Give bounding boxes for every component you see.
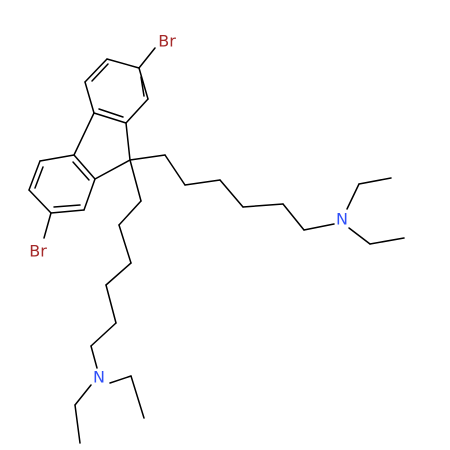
double-bond-inner xyxy=(72,161,90,181)
bond xyxy=(84,58,108,83)
bond-to-bromine xyxy=(43,212,52,239)
right-diethyl-groups xyxy=(346,177,405,245)
bond xyxy=(74,404,81,444)
bond xyxy=(28,160,41,191)
bond xyxy=(83,178,96,211)
bond xyxy=(129,159,142,202)
bromine-atom-label: Br xyxy=(158,32,176,51)
bond xyxy=(130,375,145,419)
bond xyxy=(74,384,92,406)
bond xyxy=(164,154,186,186)
bond xyxy=(358,177,392,185)
five-membered-ring xyxy=(73,112,131,180)
bond xyxy=(73,112,95,156)
bond xyxy=(84,81,95,114)
bond-to-nitrogen xyxy=(90,345,98,369)
bond xyxy=(242,203,284,208)
double-bond-inner xyxy=(91,63,109,82)
bond xyxy=(118,200,142,226)
bond xyxy=(73,154,96,180)
bond xyxy=(348,227,371,245)
bond xyxy=(138,67,149,100)
double-bond-inner xyxy=(98,108,124,118)
bond xyxy=(50,209,85,214)
bond xyxy=(346,183,360,210)
bond xyxy=(106,58,140,69)
lower-benzene-ring xyxy=(28,154,96,214)
bond xyxy=(125,98,149,124)
bond xyxy=(369,237,405,245)
double-bond-inner xyxy=(53,204,81,208)
nitrogen-atom-label: N xyxy=(336,210,348,229)
lower-diethyl-groups xyxy=(74,375,145,444)
bond xyxy=(219,179,244,208)
double-bond-inner xyxy=(34,166,44,189)
lower-hexyl-chain xyxy=(90,159,142,369)
bond xyxy=(90,322,117,347)
bond xyxy=(93,112,127,124)
bond xyxy=(125,122,131,161)
bromine-atom-label: Br xyxy=(29,242,47,261)
bond xyxy=(105,284,117,324)
bond-to-bromine xyxy=(138,47,156,69)
double-bond-inner xyxy=(140,76,145,97)
bond xyxy=(39,154,75,162)
bond xyxy=(118,224,132,264)
bond xyxy=(129,154,166,161)
nitrogen-atom-label: N xyxy=(93,368,105,387)
bond xyxy=(184,179,221,186)
bond xyxy=(94,159,131,180)
bond xyxy=(28,189,52,214)
right-hexyl-chain xyxy=(129,154,335,231)
bond xyxy=(109,375,132,384)
upper-benzene-ring xyxy=(84,58,149,124)
bond-to-nitrogen xyxy=(303,223,335,231)
bond xyxy=(282,203,305,231)
bond xyxy=(105,262,132,286)
